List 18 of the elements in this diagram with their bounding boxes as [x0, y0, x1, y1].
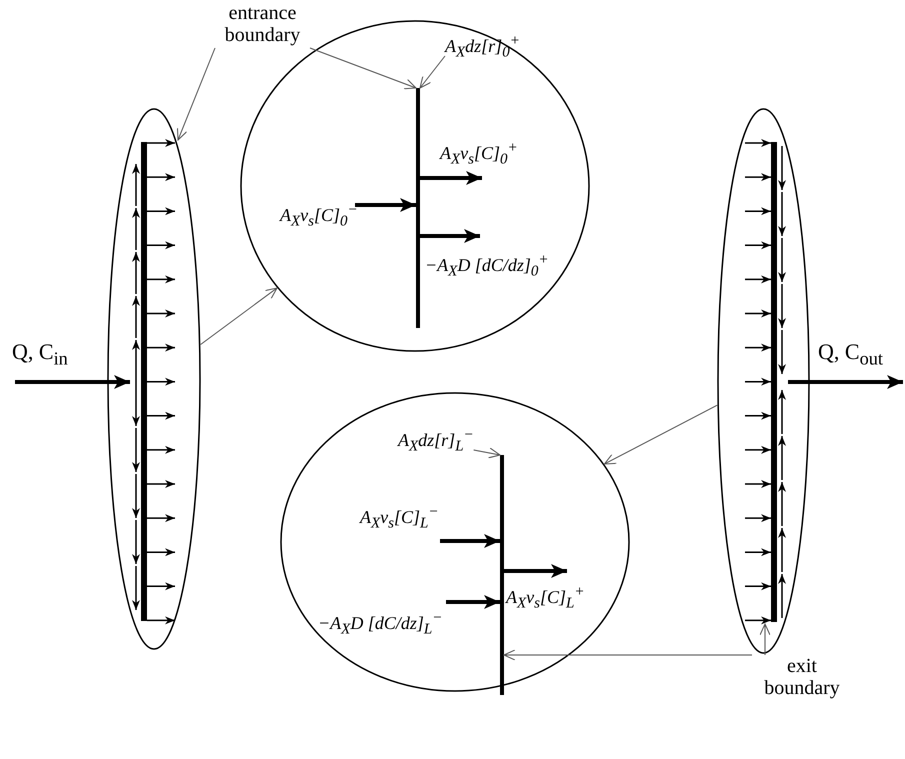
leader-line [760, 624, 770, 656]
flux-arrow [446, 595, 500, 609]
leader-line [200, 288, 278, 346]
flux-arrow [355, 198, 416, 212]
flux-arrow [15, 375, 130, 389]
leader-line [504, 650, 752, 660]
flux-arrow [420, 171, 482, 185]
flux-arrow [504, 564, 567, 578]
leader-line [473, 448, 500, 458]
flux-arrow [788, 375, 903, 389]
leader-line [604, 404, 718, 464]
edge-label: Q, C$_{out}$ [818, 340, 883, 370]
leader-line [176, 48, 216, 140]
edge-label: Q, C$_{in}$ [12, 340, 68, 370]
leader-line [310, 48, 416, 90]
flux-arrow [420, 229, 480, 243]
flux-arrow [440, 534, 500, 548]
leader-line [420, 56, 446, 88]
